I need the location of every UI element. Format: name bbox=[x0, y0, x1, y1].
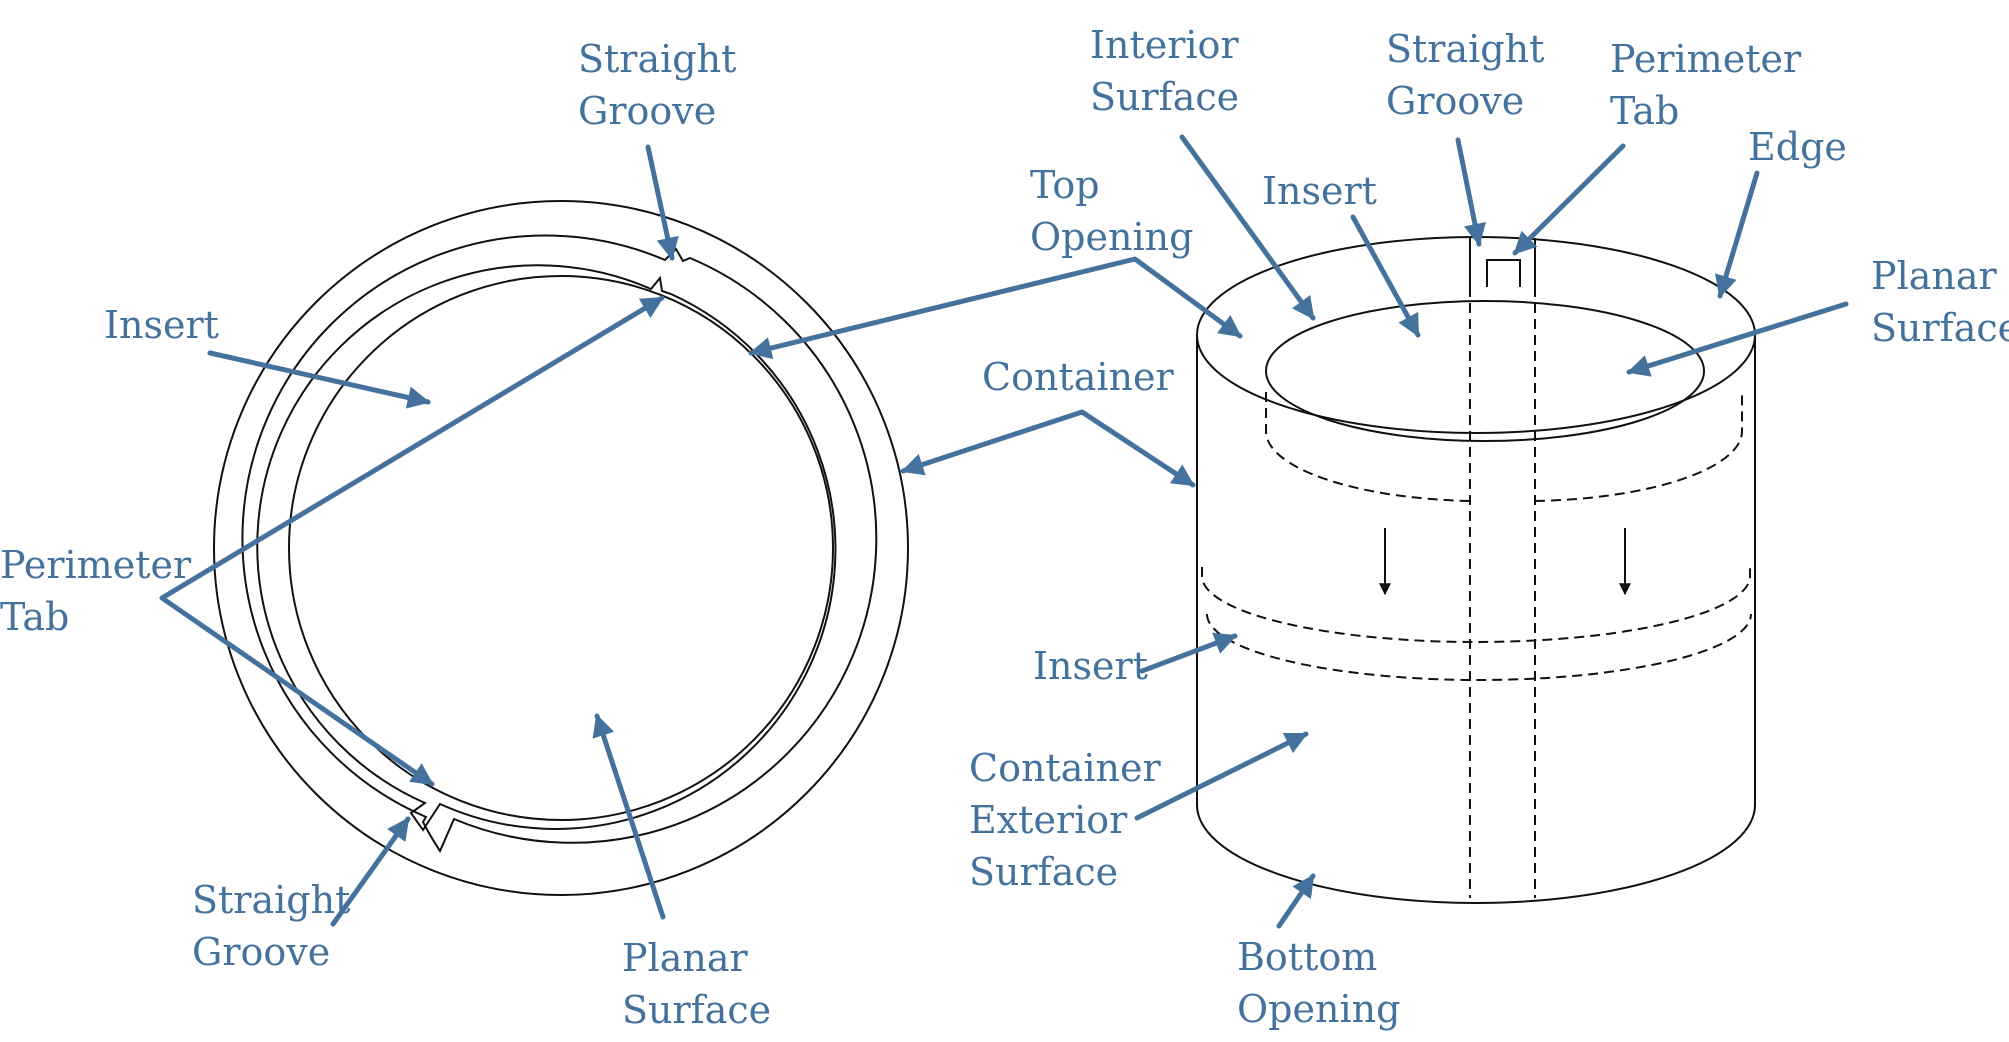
insert-inner-circle bbox=[288, 275, 834, 821]
insert-perimeter-with-tabs bbox=[256, 264, 837, 832]
leader-bottom-opening bbox=[1276, 873, 1316, 929]
label-planar-surface-left: Planar Surface bbox=[622, 936, 771, 1032]
leader-insert-top bbox=[1350, 214, 1421, 338]
label-top-opening: Top Opening bbox=[1030, 163, 1193, 259]
insert-lower-bottom-edge bbox=[1206, 613, 1752, 681]
leader-container-exterior-surface bbox=[1134, 731, 1309, 821]
leader-insert-mid bbox=[1139, 632, 1238, 674]
straight-groove-dashed bbox=[1469, 287, 1536, 898]
leader-straight-groove-side bbox=[1455, 137, 1487, 247]
leader-insert-left bbox=[207, 350, 431, 409]
label-straight-groove-bottom: Straight Groove bbox=[192, 878, 362, 974]
container-inner-rim-with-grooves bbox=[241, 234, 878, 854]
insert-upper-hidden-right bbox=[1534, 392, 1743, 502]
label-interior-surface: Interior Surface bbox=[1090, 23, 1251, 119]
label-straight-groove-top: Straight Groove bbox=[578, 37, 748, 133]
label-insert-left: Insert bbox=[104, 303, 219, 347]
leader-planar-surface-right bbox=[1626, 301, 1849, 377]
label-insert-mid: Insert bbox=[1033, 644, 1148, 688]
label-container-exterior-surface: Container Exterior Surface bbox=[969, 746, 1173, 894]
side-view bbox=[1196, 236, 1756, 904]
leader-container bbox=[900, 409, 1196, 488]
label-perimeter-tab-left: Perimeter Tab bbox=[0, 543, 203, 639]
leader-straight-groove-top bbox=[645, 144, 679, 261]
insert-planar-surface bbox=[1265, 300, 1705, 442]
label-straight-groove-side: Straight Groove bbox=[1386, 27, 1556, 123]
perimeter-tab-top bbox=[1486, 259, 1521, 287]
leader-edge bbox=[1715, 170, 1760, 299]
insert-lower-top-edge bbox=[1201, 567, 1751, 643]
label-perimeter-tab-side: Perimeter Tab bbox=[1610, 37, 1813, 133]
leader-planar-surface-left bbox=[592, 713, 666, 920]
leader-top-opening bbox=[748, 256, 1243, 360]
insert-upper-hidden-left bbox=[1265, 392, 1471, 502]
leader-lines bbox=[159, 134, 1849, 929]
label-edge: Edge bbox=[1748, 125, 1847, 169]
label-bottom-opening: Bottom Opening bbox=[1237, 935, 1400, 1031]
container-bottom-opening bbox=[1196, 804, 1756, 904]
container-outer-ring bbox=[213, 200, 909, 896]
label-planar-surface-right: Planar Surface bbox=[1871, 254, 2009, 350]
label-insert-top: Insert bbox=[1262, 169, 1377, 213]
top-view bbox=[213, 200, 909, 896]
leader-straight-groove-bottom bbox=[330, 816, 411, 927]
label-container: Container bbox=[982, 355, 1174, 399]
leader-perimeter-tab-side bbox=[1512, 143, 1626, 256]
leader-interior-surface bbox=[1179, 134, 1316, 321]
leader-perimeter-tab bbox=[159, 295, 665, 787]
labels: Straight Groove Insert Perimeter Tab Str… bbox=[0, 23, 2009, 1032]
